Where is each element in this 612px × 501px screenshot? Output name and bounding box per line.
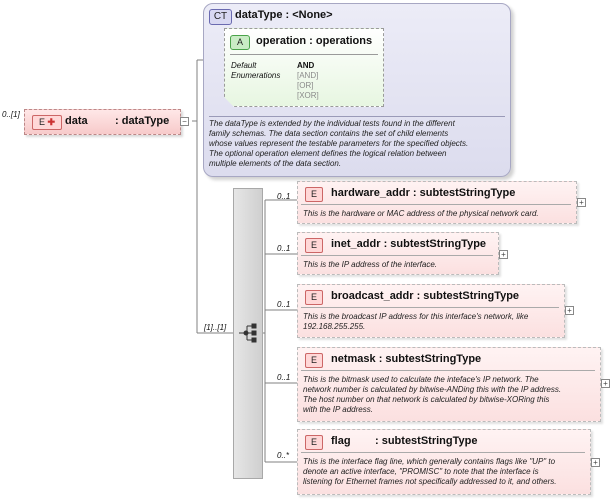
element-divider — [301, 204, 571, 205]
expand-toggle[interactable]: + — [499, 250, 508, 259]
element-hardware-addr[interactable]: E hardware_addr : subtestStringType This… — [297, 181, 577, 224]
element-divider — [301, 307, 559, 308]
description-line: denote an active interface, "PROMISC" to… — [303, 467, 539, 476]
element-divider — [301, 255, 493, 256]
child-occurrence: 0..1 — [277, 373, 291, 382]
child-occurrence: 0..1 — [277, 192, 291, 201]
enumeration-or: [OR] — [297, 81, 314, 90]
element-badge-label: E — [38, 117, 45, 127]
description-line: listening for Ethernet frames not specif… — [303, 477, 557, 486]
root-occurrence: 0..[1] — [2, 110, 20, 119]
expand-toggle[interactable]: + — [565, 306, 574, 315]
child-occurrence: 0..* — [277, 451, 290, 460]
element-inet-addr[interactable]: E inet_addr : subtestStringType This is … — [297, 232, 499, 275]
description-line: network number is calculated by bitwise-… — [303, 385, 562, 394]
child-occurrence: 0..1 — [277, 244, 291, 253]
element-title: netmask : subtestStringType — [331, 353, 482, 365]
element-description: This is the bitmask used to calculate th… — [303, 375, 561, 415]
plus-icon: + — [501, 250, 506, 259]
attribute-divider — [230, 54, 378, 55]
element-badge: E — [305, 187, 323, 202]
element-title: broadcast_addr : subtestStringType — [331, 290, 520, 302]
element-netmask[interactable]: E netmask : subtestStringType This is th… — [297, 347, 601, 422]
enumeration-and: [AND] — [297, 71, 319, 80]
root-collapse-toggle[interactable]: − — [180, 117, 189, 126]
element-title: hardware_addr : subtestStringType — [331, 187, 516, 199]
root-element-name: data — [65, 115, 88, 127]
minus-icon: − — [182, 117, 187, 126]
description-line: family schemas. The data section contain… — [209, 129, 449, 138]
sequence-compositor[interactable] — [233, 188, 263, 479]
plus-icon: + — [603, 379, 608, 388]
root-element-data[interactable]: E ✚ data : dataType — [24, 109, 181, 135]
description-line: with the IP address. — [303, 405, 373, 414]
default-value: AND — [297, 61, 315, 70]
complex-type-divider — [209, 116, 505, 117]
enumerations-label: Enumerations — [231, 71, 281, 80]
element-description: This is the IP address of the interface. — [303, 260, 437, 270]
element-title: flag : subtestStringType — [331, 435, 478, 447]
description-line: multiple elements of the data section. — [209, 159, 342, 168]
complex-type-title: dataType : <None> — [235, 9, 333, 21]
sequence-occurrence: [1]..[1] — [204, 323, 227, 332]
element-divider — [301, 370, 595, 371]
expand-toggle[interactable]: + — [577, 198, 586, 207]
element-description: This is the hardware or MAC address of t… — [303, 209, 539, 219]
element-badge: E — [305, 290, 323, 305]
attribute-title: operation : operations — [256, 35, 373, 47]
root-element-type: : dataType — [115, 115, 170, 127]
description-line: This is the IP address of the interface. — [303, 260, 437, 269]
element-broadcast-addr[interactable]: E broadcast_addr : subtestStringType Thi… — [297, 284, 565, 338]
element-badge: E — [305, 353, 323, 368]
element-divider — [301, 452, 585, 453]
expand-toggle[interactable]: + — [601, 379, 610, 388]
complex-type-description: The dataType is extended by the individu… — [209, 119, 507, 169]
enumeration-xor: [XOR] — [297, 91, 319, 100]
description-line: 192.168.255.255. — [303, 322, 366, 331]
expand-element-icon: ✚ — [47, 117, 56, 127]
complex-type-badge: CT — [209, 9, 232, 25]
element-badge: E — [305, 238, 323, 253]
sequence-icon — [239, 323, 257, 343]
complex-type-box: CT dataType : <None> A operation : opera… — [203, 3, 511, 177]
description-line: The dataType is extended by the individu… — [209, 119, 455, 128]
element-description: This is the interface flag line, which g… — [303, 457, 556, 487]
element-description: This is the broadcast IP address for thi… — [303, 312, 528, 332]
plus-icon: + — [579, 198, 584, 207]
attribute-box-operation[interactable]: A operation : operations Default AND Enu… — [224, 28, 384, 107]
description-line: whose values represent the testable para… — [209, 139, 469, 148]
description-line: The host number on that network is calcu… — [303, 395, 550, 404]
element-flag[interactable]: E flag : subtestStringType This is the i… — [297, 429, 591, 495]
element-badge: E ✚ — [32, 115, 62, 130]
attribute-badge: A — [230, 35, 250, 50]
plus-icon: + — [567, 306, 572, 315]
description-line: This is the bitmask used to calculate th… — [303, 375, 539, 384]
expand-toggle[interactable]: + — [591, 458, 600, 467]
element-title: inet_addr : subtestStringType — [331, 238, 487, 250]
description-line: This is the broadcast IP address for thi… — [303, 312, 529, 321]
child-occurrence: 0..1 — [277, 300, 291, 309]
description-line: This is the interface flag line, which g… — [303, 457, 556, 466]
plus-icon: + — [593, 458, 598, 467]
default-label: Default — [231, 61, 257, 70]
element-badge: E — [305, 435, 323, 450]
description-line: The optional operation element defines t… — [209, 149, 447, 158]
description-line: This is the hardware or MAC address of t… — [303, 209, 539, 218]
